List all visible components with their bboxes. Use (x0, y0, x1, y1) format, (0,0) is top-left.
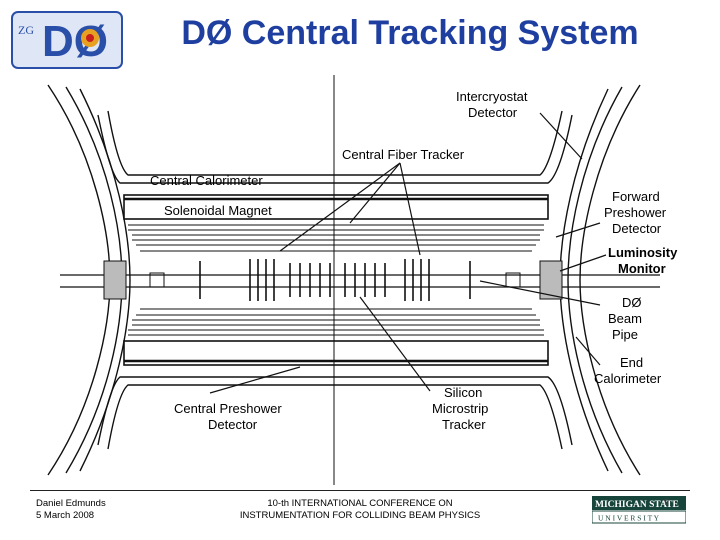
label-endcal-1: End (620, 355, 643, 370)
label-central-calorimeter: Central Calorimeter (150, 173, 263, 188)
label-lumi-1: Luminosity (608, 245, 678, 260)
d0-logo: DØ ZG (11, 11, 123, 69)
label-cps-1: Central Preshower (174, 401, 282, 416)
footer-conference-line-1: 10-th INTERNATIONAL CONFERENCE ON (267, 498, 453, 509)
label-beampipe-1: DØ (622, 295, 642, 310)
detector-diagram: Intercryostat Detector Central Fiber Tra… (47, 75, 678, 485)
label-intercryostat-2: Detector (468, 105, 518, 120)
label-cps-2: Detector (208, 417, 258, 432)
footer-author-block: Daniel Edmunds 5 March 2008 (36, 498, 106, 522)
label-smt-3: Tracker (442, 417, 486, 432)
page-number: 9 (664, 497, 670, 507)
msu-logo: MICHIGAN STATE U N I V E R S I T Y (592, 496, 686, 524)
footer-conference-line-2: INSTRUMENTATION FOR COLLIDING BEAM PHYSI… (239, 510, 481, 521)
footer-divider (30, 490, 690, 491)
label-intercryostat-1: Intercryostat (456, 89, 528, 104)
label-beampipe-3: Pipe (612, 327, 638, 342)
label-fps-2: Preshower (604, 205, 667, 220)
msu-bottom-text: U N I V E R S I T Y (598, 514, 660, 523)
footer-author: Daniel Edmunds (36, 498, 106, 509)
label-fps-1: Forward (612, 189, 660, 204)
label-beampipe-2: Beam (608, 311, 642, 326)
msu-top-text: MICHIGAN STATE (595, 500, 679, 510)
logo-small-text: ZG (18, 23, 34, 37)
label-endcal-2: Calorimeter (594, 371, 662, 386)
footer-date: 5 March 2008 (36, 510, 95, 521)
footer-conference: 10-th INTERNATIONAL CONFERENCE ON INSTRU… (210, 498, 510, 522)
label-fps-3: Detector (612, 221, 662, 236)
label-solenoid: Solenoidal Magnet (164, 203, 272, 218)
page-title: DØ Central Tracking System (181, 14, 639, 52)
label-smt-2: Microstrip (432, 401, 488, 416)
label-lumi-2: Monitor (618, 261, 666, 276)
label-smt-1: Silicon (444, 385, 482, 400)
label-cft: Central Fiber Tracker (342, 147, 465, 162)
